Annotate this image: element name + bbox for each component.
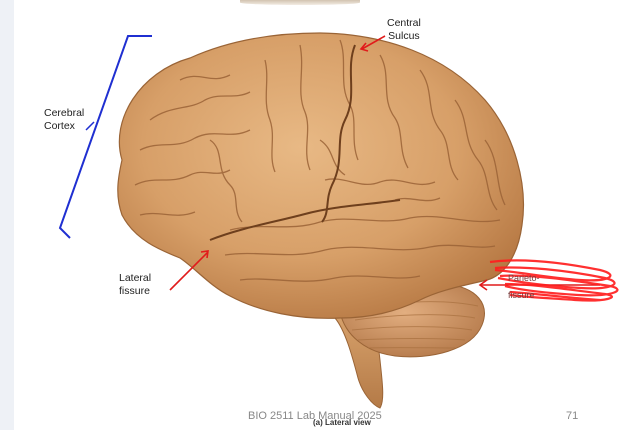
blue-bracket — [58, 35, 152, 239]
red-scribble-annotation — [489, 259, 619, 302]
bracket-pointer — [85, 121, 95, 131]
footer-manual-title: BIO 2511 Lab Manual 2025 — [248, 410, 382, 422]
red-arrow-icon-lateral — [169, 250, 209, 291]
label-central-sulcus: Central Sulcus — [387, 17, 421, 43]
label-line: Central — [387, 17, 421, 29]
label-line: Cerebral — [44, 107, 85, 119]
red-arrow-icon-central — [359, 35, 386, 52]
footer-page-number: 71 — [566, 410, 579, 422]
page-margin — [0, 0, 14, 430]
label-parieto-fissure: Parieto- — [508, 273, 540, 283]
previous-figure-fragment — [240, 0, 360, 5]
label-line: Lateral — [119, 272, 152, 284]
lateral-fissure-line — [209, 199, 401, 241]
label-line: Sulcus — [388, 30, 420, 42]
cerebrum — [117, 32, 525, 319]
label-line: Cortex — [44, 120, 75, 132]
gyri — [134, 39, 506, 282]
figure-caption: (a) Lateral view — [313, 418, 371, 427]
central-sulcus-line — [321, 44, 356, 223]
label-parieto-fissure-line2: fissure — [508, 290, 535, 300]
label-cerebral-cortex: Cerebral Cortex — [44, 107, 84, 133]
label-lateral-fissure: Lateral fissure — [119, 272, 151, 298]
label-line: fissure — [119, 285, 150, 297]
